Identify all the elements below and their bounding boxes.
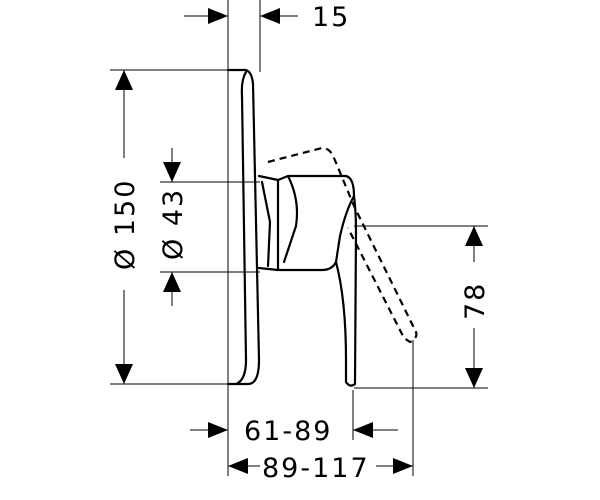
mixer-outline (226, 68, 358, 387)
label-projection-min: 61-89 (244, 416, 332, 447)
cover-plate-outline (226, 68, 261, 386)
valve-body-lower (257, 260, 338, 272)
lever-outline (334, 194, 358, 387)
label-diameter-body: Ø 43 (158, 188, 189, 260)
lever-open-position-dashed (267, 146, 418, 344)
extension-lines (110, 0, 488, 476)
label-depth-plate: 15 (312, 2, 350, 33)
label-diameter-plate: Ø 150 (110, 179, 141, 270)
label-projection-max: 89-117 (262, 453, 370, 484)
arrowheads (115, 8, 483, 474)
valve-body-bevel (260, 180, 272, 268)
lever-inner-edge (282, 174, 299, 264)
label-height-lever: 78 (460, 282, 491, 320)
valve-body-outline (257, 174, 356, 198)
cover-plate-inner-edge (234, 70, 248, 386)
